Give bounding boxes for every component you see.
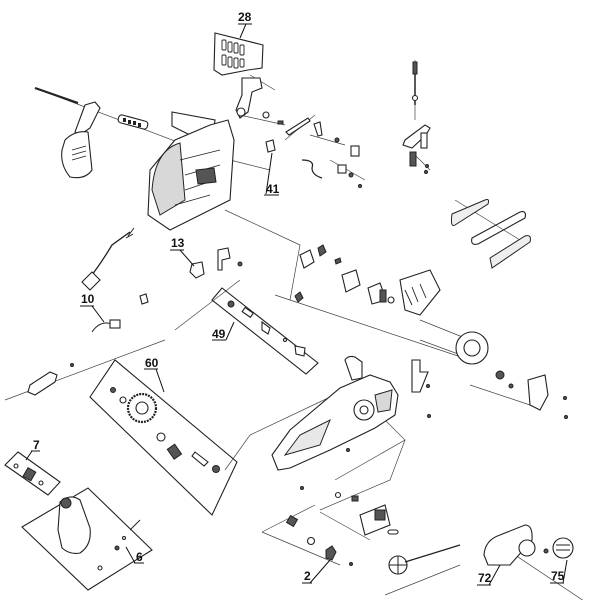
part-49-kit	[211, 287, 319, 375]
label-10-text: 10	[81, 292, 95, 306]
part-power-cord	[81, 227, 135, 291]
part-13-switch	[189, 247, 243, 279]
part-motor-components	[294, 244, 568, 419]
part-guide-bar-and-chain	[450, 199, 531, 269]
part-6-kit	[21, 487, 153, 591]
part-10-wiring	[91, 293, 149, 333]
part-41-bracket	[265, 139, 276, 153]
part-motor-housing	[147, 111, 235, 231]
part-switch-small-parts	[285, 117, 362, 188]
label-41[interactable]: 41	[264, 152, 280, 196]
part-labels: 28 41 13 10 49 60 7 6	[25, 10, 568, 586]
label-28[interactable]: 28	[238, 10, 252, 39]
label-2-text: 2	[304, 569, 311, 583]
label-13[interactable]: 13	[170, 236, 195, 267]
label-72[interactable]: 72	[477, 564, 501, 586]
label-10[interactable]: 10	[80, 292, 105, 323]
label-72-text: 72	[478, 571, 492, 585]
label-41-text: 41	[266, 182, 280, 196]
label-28-text: 28	[238, 10, 252, 24]
part-front-grip	[27, 363, 74, 396]
assembly-lines	[4, 60, 584, 600]
part-oil-pump-parts	[402, 61, 431, 174]
part-60-gear-kit	[89, 359, 238, 516]
label-75-text: 75	[551, 569, 565, 583]
label-60[interactable]: 60	[144, 356, 165, 393]
label-13-text: 13	[171, 236, 185, 250]
part-28-top-handle	[213, 32, 284, 125]
label-75[interactable]: 75	[550, 559, 568, 584]
label-2[interactable]: 2	[302, 559, 331, 584]
label-7-text: 7	[33, 438, 40, 452]
label-60-text: 60	[145, 356, 159, 370]
label-49[interactable]: 49	[212, 321, 235, 341]
label-6[interactable]: 6	[125, 546, 144, 564]
label-6-text: 6	[136, 550, 143, 564]
label-49-text: 49	[212, 327, 226, 341]
part-7-kit	[4, 451, 61, 496]
part-rear-handle	[34, 87, 149, 179]
label-7[interactable]: 7	[25, 438, 40, 461]
part-gearbox-housing	[271, 355, 399, 490]
part-lower-components	[285, 491, 574, 575]
